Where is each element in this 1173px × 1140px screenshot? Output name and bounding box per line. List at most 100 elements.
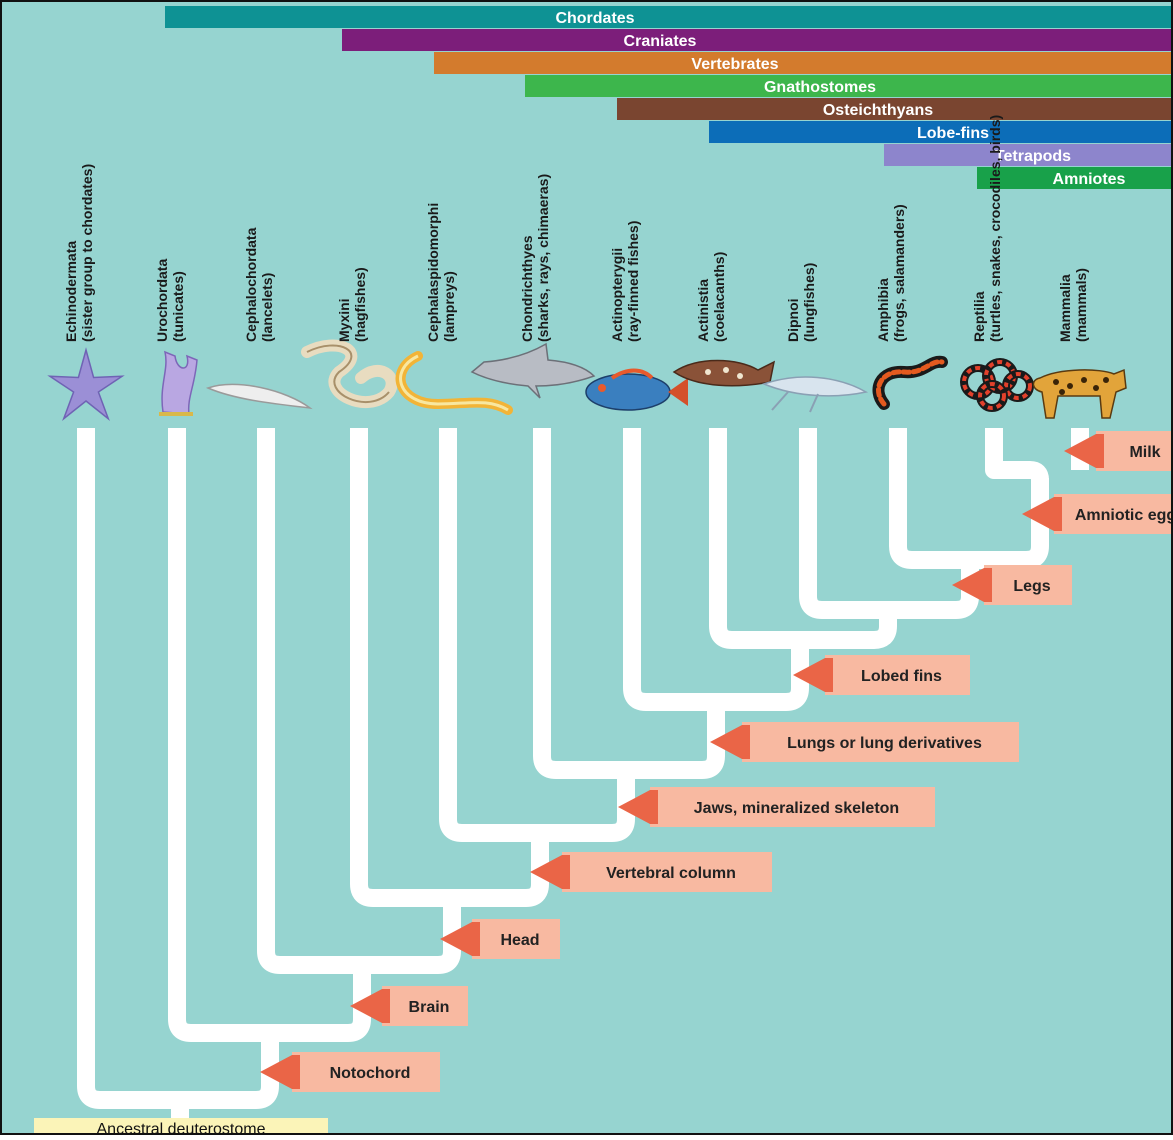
taxon-common-name: (turtles, snakes, crocodiles, birds) xyxy=(987,115,1003,342)
hagfish-icon xyxy=(301,339,398,408)
taxon-label-group: Cephalochordata(lancelets) xyxy=(243,227,275,342)
trait-arrow-base xyxy=(650,790,658,824)
root-box xyxy=(34,1118,328,1135)
ray-finned-fish-icon xyxy=(585,368,688,411)
trait-label: Notochord xyxy=(330,1065,411,1082)
trait-marker: Vertebral column xyxy=(530,852,772,892)
trait-arrow-base xyxy=(292,1055,300,1089)
trait-box xyxy=(984,565,1072,605)
lancelet-icon xyxy=(205,383,313,410)
clade-band-label: Tetrapods xyxy=(995,148,1071,165)
taxon-common-name: (ray-finned fishes) xyxy=(625,221,641,342)
taxon-label-group: Reptilia(turtles, snakes, crocodiles, bi… xyxy=(971,115,1003,342)
trait-arrow-base xyxy=(1096,434,1104,468)
trait-arrow xyxy=(952,568,984,602)
trait-arrow xyxy=(440,922,472,956)
taxon-label-group: Amphibia(frogs, salamanders) xyxy=(875,204,907,342)
trait-box xyxy=(742,722,1019,762)
taxon-common-name: (lungfishes) xyxy=(801,263,817,342)
taxon-common-name: (coelacanths) xyxy=(711,252,727,342)
taxon-label-group: Actinistia(coelacanths) xyxy=(695,252,727,342)
coelacanth-icon xyxy=(672,359,776,387)
lamprey-icon xyxy=(395,351,513,415)
trait-label: Head xyxy=(500,932,539,949)
taxon-label-group: Chondrichthyes(sharks, rays, chimaeras) xyxy=(519,174,551,342)
taxon-name: Echinodermata xyxy=(63,241,79,342)
trait-label: Brain xyxy=(409,999,450,1016)
clade-band xyxy=(525,75,1173,97)
trait-label: Jaws, mineralized skeleton xyxy=(694,800,899,817)
trait-arrow xyxy=(1064,434,1096,468)
trait-arrow-base xyxy=(472,922,480,956)
mammal-icon xyxy=(1032,368,1127,419)
root-layer: Ancestral deuterostome xyxy=(34,1118,328,1135)
trait-arrow-base xyxy=(1054,497,1062,531)
clade-band-label: Vertebrates xyxy=(691,56,778,73)
taxon-label-group: Cephalaspidomorphi(lampreys) xyxy=(425,203,457,342)
trait-label: Legs xyxy=(1013,578,1050,595)
taxon-name: Dipnoi xyxy=(785,298,801,342)
trait-marker: Milk xyxy=(1064,431,1173,471)
clade-band xyxy=(709,121,1173,143)
trait-marker: Legs xyxy=(952,565,1072,605)
taxon-name: Mammalia xyxy=(1057,274,1073,342)
taxon-name: Cephalaspidomorphi xyxy=(425,203,441,342)
clade-band xyxy=(165,6,1173,28)
trait-marker: Brain xyxy=(350,986,468,1026)
trait-arrow-base xyxy=(742,725,750,759)
trait-box xyxy=(650,787,935,827)
taxon-label-group: Mammalia(mammals) xyxy=(1057,268,1089,342)
taxon-name: Chondrichthyes xyxy=(519,235,535,342)
trait-arrow-base xyxy=(562,855,570,889)
trait-label: Lobed fins xyxy=(861,668,942,685)
taxon-common-name: (mammals) xyxy=(1073,268,1089,342)
taxon-label-group: Echinodermata(sister group to chordates) xyxy=(63,164,95,342)
taxon-common-name: (tunicates) xyxy=(170,271,186,342)
salamander-icon xyxy=(872,355,948,410)
trait-arrow xyxy=(618,790,650,824)
clade-band xyxy=(342,29,1173,51)
taxon-common-name: (sister group to chordates) xyxy=(79,164,95,342)
trait-label: Vertebral column xyxy=(606,865,736,882)
tree-branch xyxy=(1029,461,1049,481)
clade-band xyxy=(977,167,1173,189)
trait-marker: Lobed fins xyxy=(793,655,970,695)
trait-label: Amniotic egg xyxy=(1075,507,1173,524)
clade-band-layer: ChordatesCraniatesVertebratesGnathostome… xyxy=(165,6,1173,189)
taxon-name: Urochordata xyxy=(154,259,170,342)
tunicate-icon xyxy=(159,350,198,416)
taxon-label-group: Dipnoi(lungfishes) xyxy=(785,263,817,342)
taxon-name: Myxini xyxy=(336,298,352,342)
clade-band-label: Osteichthyans xyxy=(823,102,933,119)
branch-layer xyxy=(77,428,1089,1135)
trait-box xyxy=(382,986,468,1026)
trait-label: Lungs or lung derivatives xyxy=(787,735,982,752)
trait-box xyxy=(562,852,772,892)
root-label: Ancestral deuterostome xyxy=(97,1121,266,1135)
trait-arrow xyxy=(260,1055,292,1089)
organism-icon-layer xyxy=(47,339,1127,421)
trait-arrow-base xyxy=(382,989,390,1023)
trait-arrow xyxy=(793,658,825,692)
trait-arrow xyxy=(350,989,382,1023)
sea-star-icon xyxy=(47,347,125,421)
trait-box xyxy=(1054,494,1173,534)
trait-marker: Head xyxy=(440,919,560,959)
shark-icon xyxy=(470,342,596,399)
taxon-name: Actinistia xyxy=(695,279,711,342)
taxon-name: Actinopterygii xyxy=(609,248,625,342)
taxon-common-name: (sharks, rays, chimaeras) xyxy=(535,174,551,342)
trait-arrow xyxy=(530,855,562,889)
taxon-label-group: Myxini(hagfishes) xyxy=(336,267,368,342)
clade-band xyxy=(884,144,1173,166)
taxon-label-layer: Echinodermata(sister group to chordates)… xyxy=(63,115,1089,342)
tree-branch xyxy=(985,428,1030,479)
trait-box xyxy=(1096,431,1173,471)
taxon-label-group: Urochordata(tunicates) xyxy=(154,259,186,342)
trait-arrow xyxy=(710,725,742,759)
taxon-common-name: (hagfishes) xyxy=(352,267,368,342)
trait-box xyxy=(825,655,970,695)
